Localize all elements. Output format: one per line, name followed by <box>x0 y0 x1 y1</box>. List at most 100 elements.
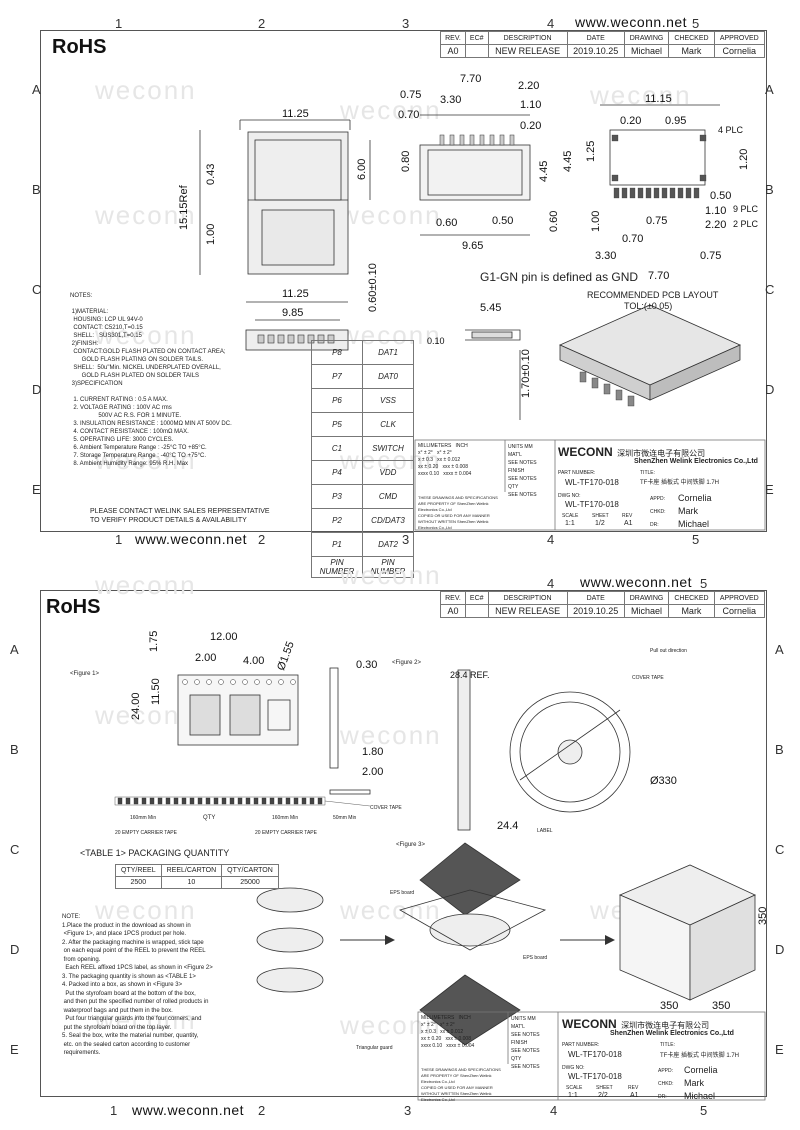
pack-header: QTY/REEL <box>115 864 162 877</box>
empty-tape-left: 20 EMPTY CARRIER TAPE <box>115 830 177 836</box>
dim: 2.20 <box>705 219 727 231</box>
zone-col-3: 3 <box>404 1103 412 1118</box>
website-bottom-1: www.weconn.net <box>135 531 248 547</box>
zone-row-c: C <box>32 282 42 297</box>
sheet-value: 1/2 <box>595 520 605 527</box>
units-label: UNITS <box>511 1016 526 1022</box>
dim: 0.30 <box>356 659 378 671</box>
dwg-no: WL-TF170-018 <box>568 1072 622 1081</box>
label-callout: LABEL <box>537 828 553 834</box>
watermark: weconn <box>95 1005 197 1035</box>
dim: 12.00 <box>210 631 238 643</box>
rev-cell: Michael <box>623 44 670 58</box>
dim: 2.00 <box>362 766 384 778</box>
figure-2-label: <Figure 2> <box>392 660 422 666</box>
dim: 9.65 <box>462 240 484 252</box>
pin-number: P6 <box>311 388 363 413</box>
tol-cell: xxxx 0.10 <box>418 471 440 477</box>
dim: 9.85 <box>282 307 304 319</box>
dr-label: DR: <box>658 1094 667 1100</box>
watermark: weconn <box>95 200 197 230</box>
website-top-2: www.weconn.net <box>580 574 693 590</box>
dwg-no-label: DWG NO: <box>562 1065 585 1071</box>
zone-col-2: 2 <box>258 16 266 31</box>
dim: 0.50 <box>492 215 514 227</box>
watermark: weconn <box>95 445 197 475</box>
dim: 28.4 REF. <box>450 670 490 680</box>
appd-value: Cornelia <box>684 1065 718 1075</box>
tol-cell: xx ± 0.012 <box>440 1029 464 1035</box>
tape-label: 160mm Min <box>272 815 299 821</box>
tol-cell: x° ± 2° <box>421 1022 436 1028</box>
dim: 350 <box>757 906 769 925</box>
zone-row-d: D <box>10 942 20 957</box>
zone-row-b-r: B <box>775 742 784 757</box>
dim: 0.70 <box>398 109 420 121</box>
dim: 0.75 <box>400 89 422 101</box>
chkd-label: CHKD: <box>650 509 666 515</box>
notes-block: NOTES: 1)MATERIAL: HOUSING: LCP UL 94V-0… <box>70 293 232 467</box>
dr-label: DR: <box>650 522 659 528</box>
zone-col-5: 5 <box>692 16 700 31</box>
part-number-label: PART NUMBER: <box>562 1042 600 1048</box>
zone-row-c-r: C <box>765 282 775 297</box>
watermark: weconn <box>340 560 442 590</box>
zone-row-a-r: A <box>775 642 784 657</box>
dwg-no-label: DWG NO: <box>558 493 581 499</box>
pack-header: QTY/CARTON <box>221 864 279 877</box>
qty-value: SEE NOTES <box>508 492 537 498</box>
tol-cell: xxxx ± 0.004 <box>446 1043 475 1049</box>
tol-cell: INCH <box>458 1015 471 1021</box>
revision-table-1: REV. EC# DESCRIPTION DATE DRAWING CHECKE… <box>440 31 766 58</box>
watermark: weconn <box>95 570 197 600</box>
tol-cell: x° ± 2° <box>418 450 433 456</box>
dim: 2 PLC <box>733 219 759 229</box>
rev-cell: 2019.10.25 <box>566 604 625 618</box>
eps-board-label: EPS board <box>390 890 415 896</box>
revision-table-2: REV. EC# DESCRIPTION DATE DRAWING CHECKE… <box>440 591 766 618</box>
watermark: weconn <box>95 320 197 350</box>
zone-row-d-r: D <box>775 942 785 957</box>
zone-row-e-r: E <box>765 482 774 497</box>
rev-label: REV <box>622 513 633 519</box>
pin-signal-header: PIN NUMBER <box>362 556 414 578</box>
dim: 1.10 <box>520 99 542 111</box>
units-value: MM <box>527 1016 536 1022</box>
title-label: TITLE: <box>660 1042 676 1048</box>
dim: 11.15 <box>645 93 672 105</box>
tol-cell: xxx ± 0.008 <box>445 1036 471 1042</box>
zone-row-e: E <box>10 1042 19 1057</box>
scale-value: 1:1 <box>568 1092 578 1099</box>
dim: 0.10 <box>427 336 445 346</box>
scale-value: 1:1 <box>565 520 575 527</box>
rev-header: REV. <box>440 591 466 605</box>
appd-label: APPD: <box>650 496 666 502</box>
weconn-logo: WECONN <box>562 1017 617 1031</box>
drawing-sheet-2 <box>40 590 767 1097</box>
zone-col-4: 4 <box>547 16 555 31</box>
dwg-no: WL-TF170-018 <box>565 500 619 509</box>
dim: 4 PLC <box>718 125 744 135</box>
contact-note: PLEASE CONTACT WELINK SALES REPRESENTATI… <box>90 508 270 524</box>
zone-col-3: 3 <box>402 16 410 31</box>
rev-header: REV. <box>440 31 466 45</box>
tol-cell: x ± 0.3 <box>418 457 433 463</box>
logo-2: WECONN 深圳市微连电子有限公司 <box>562 1015 709 1033</box>
company-cn: 深圳市微连电子有限公司 <box>617 449 706 458</box>
dim: 5.45 <box>480 302 502 314</box>
watermark: weconn <box>95 895 197 925</box>
qty-value: SEE NOTES <box>511 1064 540 1070</box>
dim: 2.20 <box>518 80 540 92</box>
pin-signal: VDD <box>362 460 414 485</box>
dim: 24.4 <box>497 820 519 832</box>
tape-label: 50mm Min <box>333 815 357 821</box>
chkd-value: Mark <box>684 1078 704 1088</box>
cover-tape-label: COVER TAPE <box>370 805 402 811</box>
zone-col-1: 1 <box>115 16 123 31</box>
zone-row-d: D <box>32 382 42 397</box>
empty-tape-right: 20 EMPTY CARRIER TAPE <box>255 830 317 836</box>
zone-row-d-r: D <box>765 382 775 397</box>
tolerance-block-2: MILLIMETERS INCH x° ± 2° x° ± 2° x ± 0.3… <box>421 1015 506 1050</box>
